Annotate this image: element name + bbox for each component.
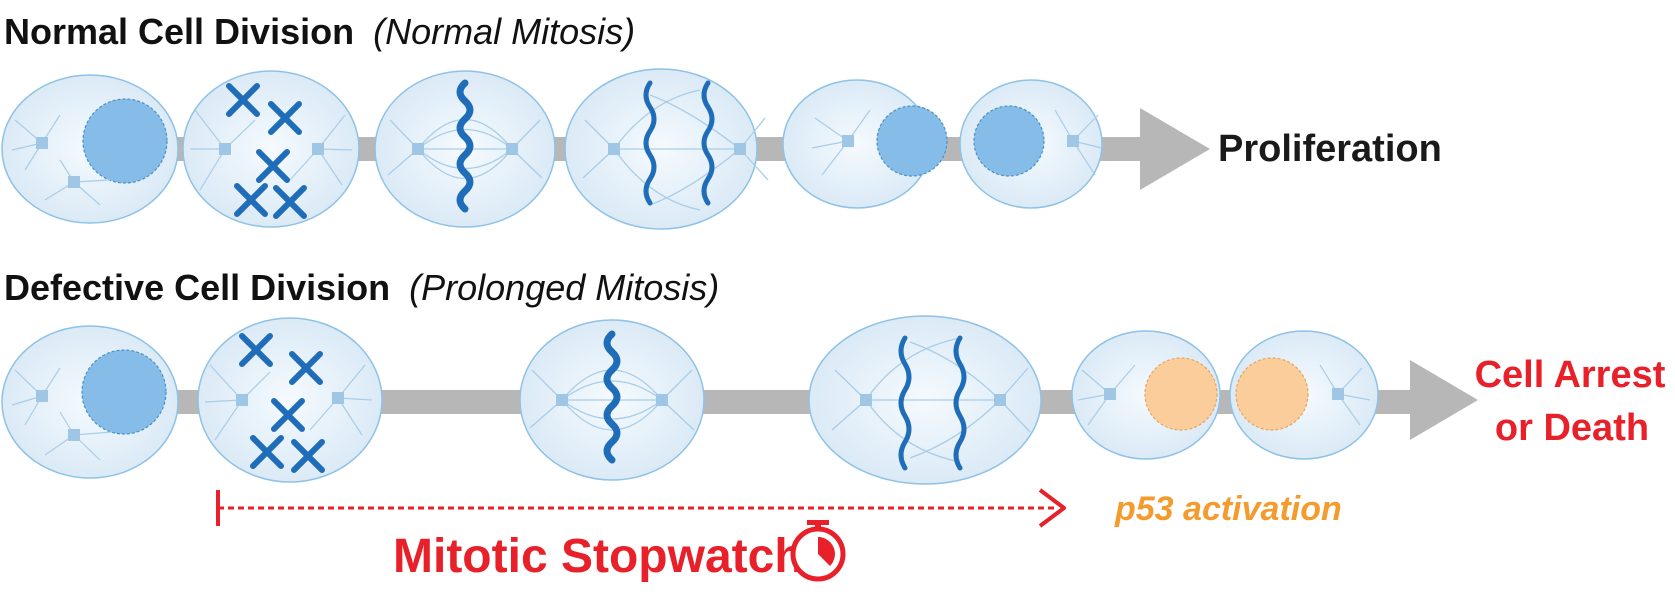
chromatid-set [643,80,657,206]
normal-arrow-icon [1140,108,1210,190]
chromatid-set [953,335,967,471]
defective-cell-anaphase [808,315,1042,485]
chromosome-plate [603,330,621,464]
normal-cell-daughter-left [782,79,948,209]
normal-cell-metaphase [374,70,556,228]
chromosome-plate [456,79,474,213]
normal-row: Normal Cell Division (Normal Mitosis) [1,11,1442,230]
arrested-nucleus [1235,357,1309,431]
normal-cell-anaphase [564,68,769,230]
nucleus [876,105,948,177]
chromatid-set [898,335,912,471]
nucleus [81,349,167,435]
defective-cell-interphase [1,325,179,479]
defective-cell-daughter-left [1071,330,1221,460]
nucleus [82,98,168,184]
defective-row: Defective Cell Division (Prolonged Mitos… [1,267,1666,583]
arrest-label-line1: Cell Arrest [1475,354,1666,396]
arrested-nucleus [1144,357,1218,431]
normal-cell-prophase [182,70,360,228]
defective-title: Defective Cell Division (Prolonged Mitos… [4,267,719,308]
normal-title: Normal Cell Division (Normal Mitosis) [4,11,635,52]
normal-cell-daughter-right [959,79,1103,209]
defective-cell-prophase [197,317,383,483]
arrowhead-icon [1038,488,1066,528]
p53-activation-label: p53 activation [1114,490,1342,528]
mitotic-stopwatch-label: Mitotic Stopwatch [393,530,804,583]
chromatid-set [701,80,715,206]
defective-cell-daughter-right [1229,330,1379,460]
stopwatch-timer-arrow [216,488,1066,528]
arrest-label-line2: or Death [1495,407,1649,449]
stopwatch-icon [790,520,846,582]
centrosome [36,137,48,149]
proliferation-label: Proliferation [1218,128,1442,170]
defective-arrow-icon [1410,360,1478,440]
defective-cell-metaphase [519,319,705,481]
nucleus [973,105,1045,177]
normal-cell-interphase [1,74,179,224]
centrosome [68,176,80,188]
